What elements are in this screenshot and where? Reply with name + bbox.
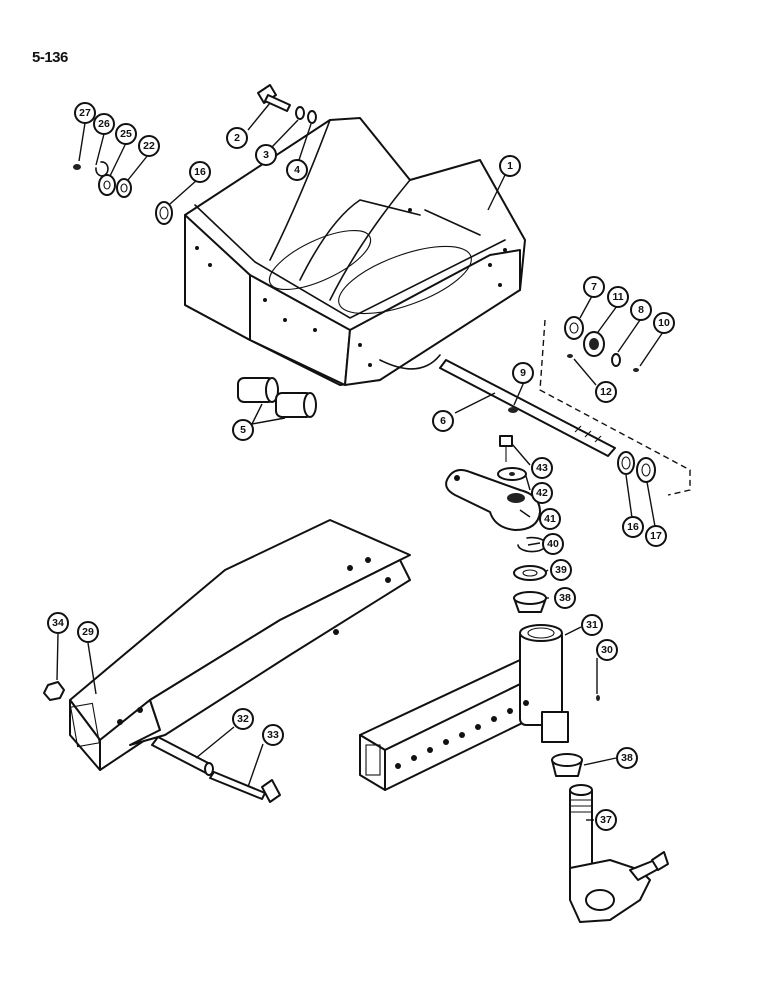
svg-text:1: 1 xyxy=(507,160,513,172)
callout-25: 25 xyxy=(115,123,137,145)
callout-11: 11 xyxy=(607,286,629,308)
callout-2: 2 xyxy=(226,127,248,149)
svg-text:16: 16 xyxy=(194,166,206,178)
callout-22: 22 xyxy=(138,135,160,157)
svg-text:38: 38 xyxy=(621,752,633,764)
washer-16-left-hole xyxy=(159,206,169,220)
callout-9: 9 xyxy=(512,362,534,384)
svg-text:9: 9 xyxy=(520,367,526,379)
callout-26: 26 xyxy=(93,113,115,135)
callout-17: 17 xyxy=(645,525,667,547)
svg-text:43: 43 xyxy=(536,462,548,474)
callout-30: 30 xyxy=(596,639,618,661)
svg-text:38: 38 xyxy=(559,592,571,604)
axle-support xyxy=(184,117,526,386)
callout-38-lower: 38 xyxy=(616,747,638,769)
callout-16-left: 16 xyxy=(189,161,211,183)
svg-text:25: 25 xyxy=(120,128,132,140)
callout-41: 41 xyxy=(539,508,561,530)
callout-1: 1 xyxy=(499,155,521,177)
svg-text:34: 34 xyxy=(52,617,64,629)
pivot-pin-6 xyxy=(439,359,616,457)
leader-lines xyxy=(56,102,664,821)
svg-text:16: 16 xyxy=(627,521,639,533)
svg-text:5: 5 xyxy=(240,424,246,436)
callout-8: 8 xyxy=(630,299,652,321)
page-number: 5-136 xyxy=(32,49,68,66)
svg-text:37: 37 xyxy=(600,814,612,826)
svg-text:3: 3 xyxy=(263,149,269,161)
svg-text:31: 31 xyxy=(586,619,598,631)
bushings-5 xyxy=(237,377,317,418)
center-axle-29 xyxy=(69,519,411,771)
callout-29: 29 xyxy=(77,621,99,643)
svg-text:17: 17 xyxy=(650,530,662,542)
steering-arm-41 xyxy=(445,435,541,531)
callout-27: 27 xyxy=(74,102,96,124)
callout-39: 39 xyxy=(550,559,572,581)
callout-7: 7 xyxy=(583,276,605,298)
bolt-2-washers xyxy=(257,84,317,124)
svg-text:6: 6 xyxy=(440,415,446,427)
svg-text:32: 32 xyxy=(237,713,249,725)
callout-43: 43 xyxy=(531,457,553,479)
callout-40: 40 xyxy=(542,533,564,555)
svg-text:29: 29 xyxy=(82,626,94,638)
callout-32: 32 xyxy=(232,708,254,730)
spindle-37 xyxy=(569,784,669,923)
svg-text:22: 22 xyxy=(143,140,155,152)
svg-text:7: 7 xyxy=(591,281,597,293)
svg-text:30: 30 xyxy=(601,644,613,656)
callout-34: 34 xyxy=(47,612,69,634)
callout-33: 33 xyxy=(262,724,284,746)
callout-16-right: 16 xyxy=(622,516,644,538)
callout-6: 6 xyxy=(432,410,454,432)
svg-text:39: 39 xyxy=(555,564,567,576)
callout-38-upper: 38 xyxy=(554,587,576,609)
washers-16-17-right xyxy=(617,451,656,483)
bushing-38-lower xyxy=(551,753,583,777)
parts-27-26-25-22 xyxy=(73,161,132,198)
callout-42: 42 xyxy=(531,482,553,504)
callout-12: 12 xyxy=(595,381,617,403)
svg-text:41: 41 xyxy=(544,513,556,525)
svg-text:42: 42 xyxy=(536,487,548,499)
svg-text:27: 27 xyxy=(79,107,91,119)
svg-text:33: 33 xyxy=(267,729,279,741)
svg-text:26: 26 xyxy=(98,118,110,130)
svg-text:2: 2 xyxy=(234,132,240,144)
pin-32-bolt-33 xyxy=(151,736,281,803)
callout-4: 4 xyxy=(286,159,308,181)
svg-text:4: 4 xyxy=(294,164,300,176)
nut-34 xyxy=(43,681,65,701)
axle-extension-31 xyxy=(359,624,600,791)
stack-40-39-38 xyxy=(513,536,547,613)
callout-5: 5 xyxy=(232,419,254,441)
svg-text:40: 40 xyxy=(547,538,559,550)
callout-31: 31 xyxy=(581,614,603,636)
parts-7-11-8-10-12 xyxy=(539,316,691,496)
svg-text:12: 12 xyxy=(600,386,612,398)
callout-37: 37 xyxy=(595,809,617,831)
callout-3: 3 xyxy=(255,144,277,166)
svg-text:8: 8 xyxy=(638,304,644,316)
washer-16-left xyxy=(155,201,173,225)
svg-text:10: 10 xyxy=(658,317,670,329)
svg-text:11: 11 xyxy=(612,291,623,303)
callout-10: 10 xyxy=(653,312,675,334)
